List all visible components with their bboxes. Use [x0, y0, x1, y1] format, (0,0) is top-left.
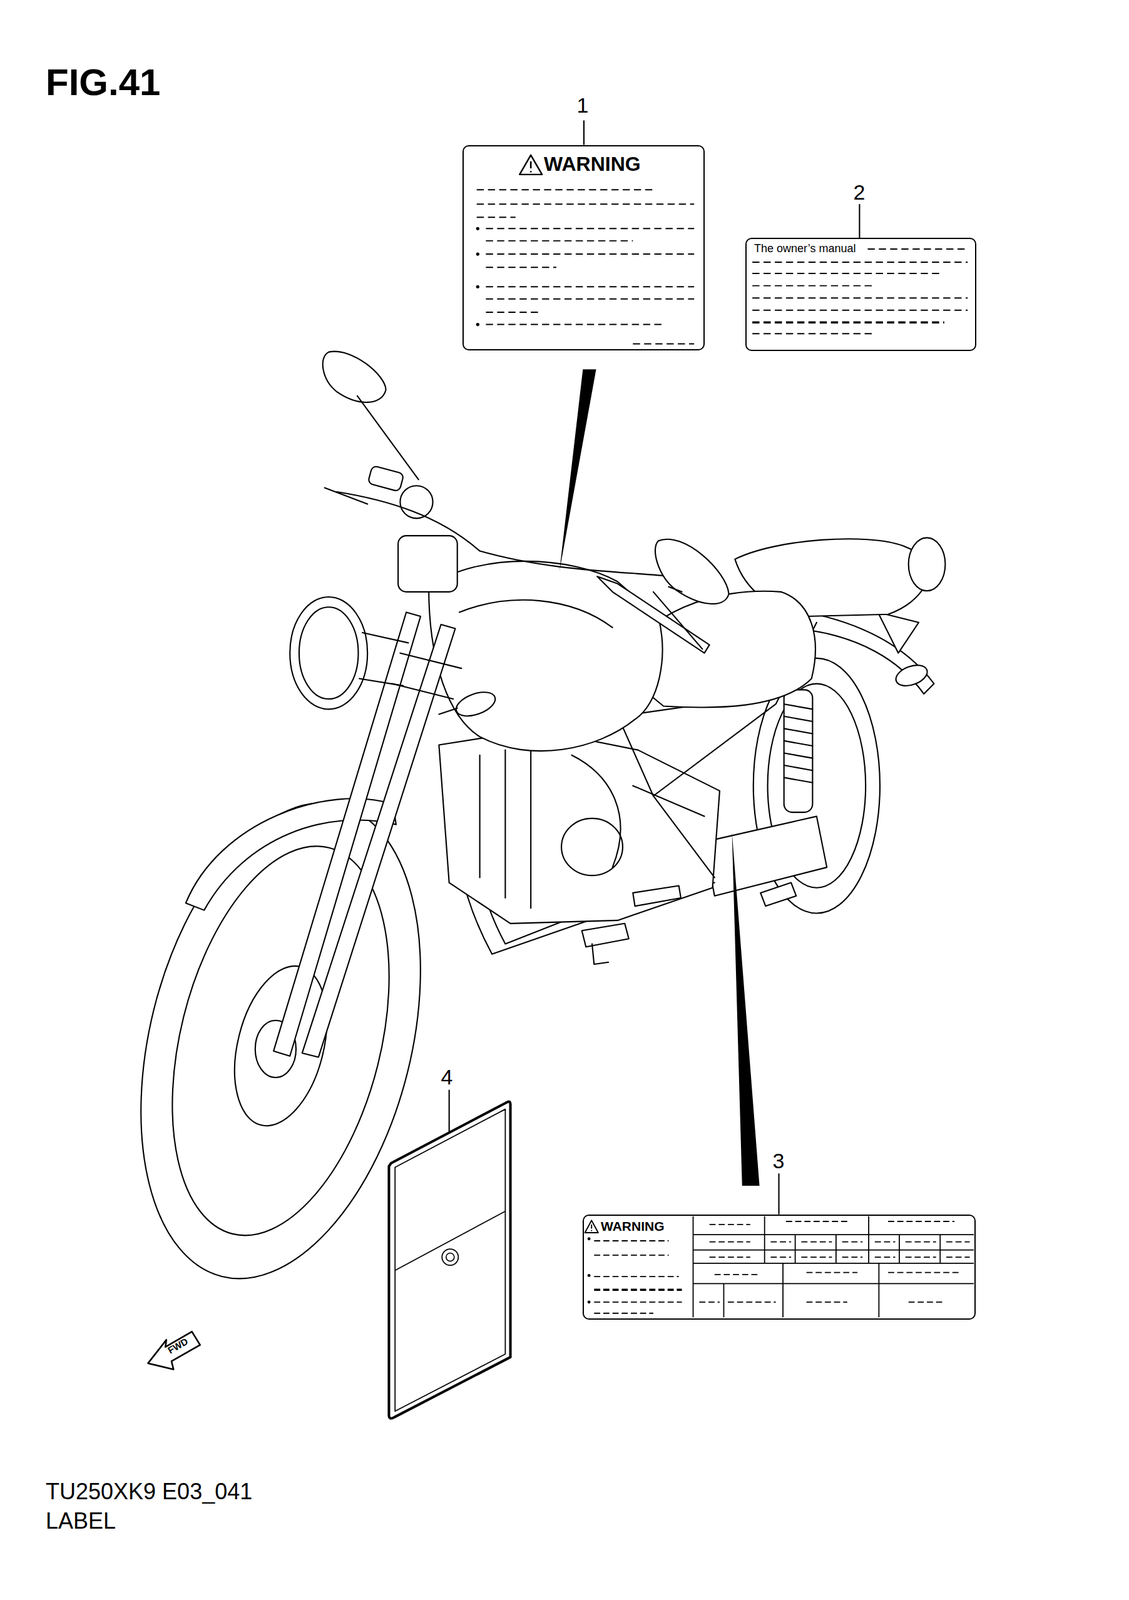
- leader-arrow: [559, 369, 597, 572]
- fwd-mark: FWD: [165, 1336, 190, 1355]
- label-box: WARNING: [582, 1214, 976, 1320]
- callout-number: 3: [772, 1150, 785, 1172]
- label-box: WARNING: [462, 145, 705, 351]
- leader-arrow: [732, 831, 760, 1186]
- label-box: The owner’s manual: [745, 237, 977, 352]
- figure-caption: LABEL: [45, 1510, 116, 1533]
- callout-number: 2: [853, 181, 866, 203]
- fwd-arrow: [148, 1331, 201, 1370]
- label-text: The owner’s manual: [754, 242, 856, 255]
- figure-code: TU250XK9 E03_041: [45, 1480, 253, 1504]
- figure-title: FIG.41: [45, 63, 161, 102]
- callout-number: 1: [577, 94, 589, 116]
- warning-heading: WARNING: [600, 1219, 665, 1233]
- callout-number: 4: [441, 1066, 454, 1088]
- warning-heading: WARNING: [543, 153, 641, 174]
- label-sheet: [388, 1102, 511, 1419]
